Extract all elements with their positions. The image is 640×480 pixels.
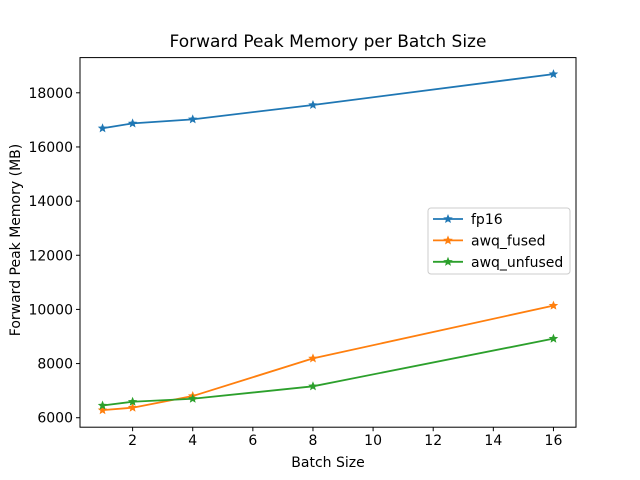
- chart-title: Forward Peak Memory per Batch Size: [170, 32, 487, 52]
- marker-awq_unfused: [548, 333, 559, 343]
- marker-fp16: [97, 123, 108, 133]
- x-tick-label: 12: [424, 433, 442, 449]
- y-tick-label: 8000: [37, 357, 73, 373]
- marker-fp16: [308, 99, 318, 110]
- marker-awq_unfused: [187, 393, 198, 403]
- marker-awq_fused: [308, 353, 318, 363]
- legend-marker-awq_fused: [443, 235, 453, 245]
- line-fp16: [101, 73, 555, 130]
- marker-fp16: [548, 69, 559, 79]
- legend-marker-awq_unfused: [443, 256, 453, 266]
- x-tick-label: 10: [364, 433, 382, 449]
- x-tick-label: 6: [248, 433, 257, 449]
- legend-box: [427, 207, 571, 275]
- line-awq_fused: [101, 304, 555, 412]
- marker-awq_fused: [127, 402, 138, 412]
- x-tick-label: 14: [484, 433, 502, 449]
- marker-awq_fused: [548, 300, 559, 310]
- y-tick-label: 10000: [28, 302, 73, 318]
- x-axis-label: Batch Size: [291, 455, 364, 471]
- plot-border: [79, 57, 577, 428]
- marker-fp16: [127, 118, 138, 128]
- y-tick-label: 16000: [28, 140, 73, 156]
- legend-item-fp16: fp16: [433, 212, 503, 228]
- line-awq_unfused: [101, 337, 555, 407]
- legend-label-fp16: fp16: [471, 212, 503, 228]
- marker-awq_unfused: [97, 400, 108, 410]
- y-tick-label: 14000: [28, 194, 73, 210]
- y-tick-label: 12000: [28, 248, 73, 264]
- marker-awq_unfused: [127, 396, 138, 406]
- legend-item-awq_fused: awq_fused: [433, 233, 546, 249]
- legend: fp16 awq_fused awq_unfused: [427, 207, 571, 275]
- x-tick-label: 2: [128, 433, 137, 449]
- y-tick-label: 6000: [37, 411, 73, 427]
- series-layer: [97, 69, 559, 415]
- marker-fp16: [187, 114, 198, 124]
- marker-awq_unfused: [308, 381, 318, 391]
- x-tick-label: 4: [188, 433, 197, 449]
- legend-label-awq_fused: awq_fused: [471, 233, 546, 249]
- y-tick-label: 18000: [28, 86, 73, 102]
- y-axis-label: Forward Peak Memory (MB): [8, 144, 24, 336]
- marker-awq_fused: [97, 405, 108, 415]
- x-tick-label: 16: [545, 433, 563, 449]
- legend-item-awq_unfused: awq_unfused: [433, 255, 563, 271]
- x-tick-label: 8: [309, 433, 318, 449]
- axes-layer: 2 4 6 8 10 12 14 16 6000 8000 10000 12000 14000 16000…: [28, 57, 577, 449]
- legend-label-awq_unfused: awq_unfused: [471, 255, 563, 271]
- legend-marker-fp16: [443, 214, 453, 224]
